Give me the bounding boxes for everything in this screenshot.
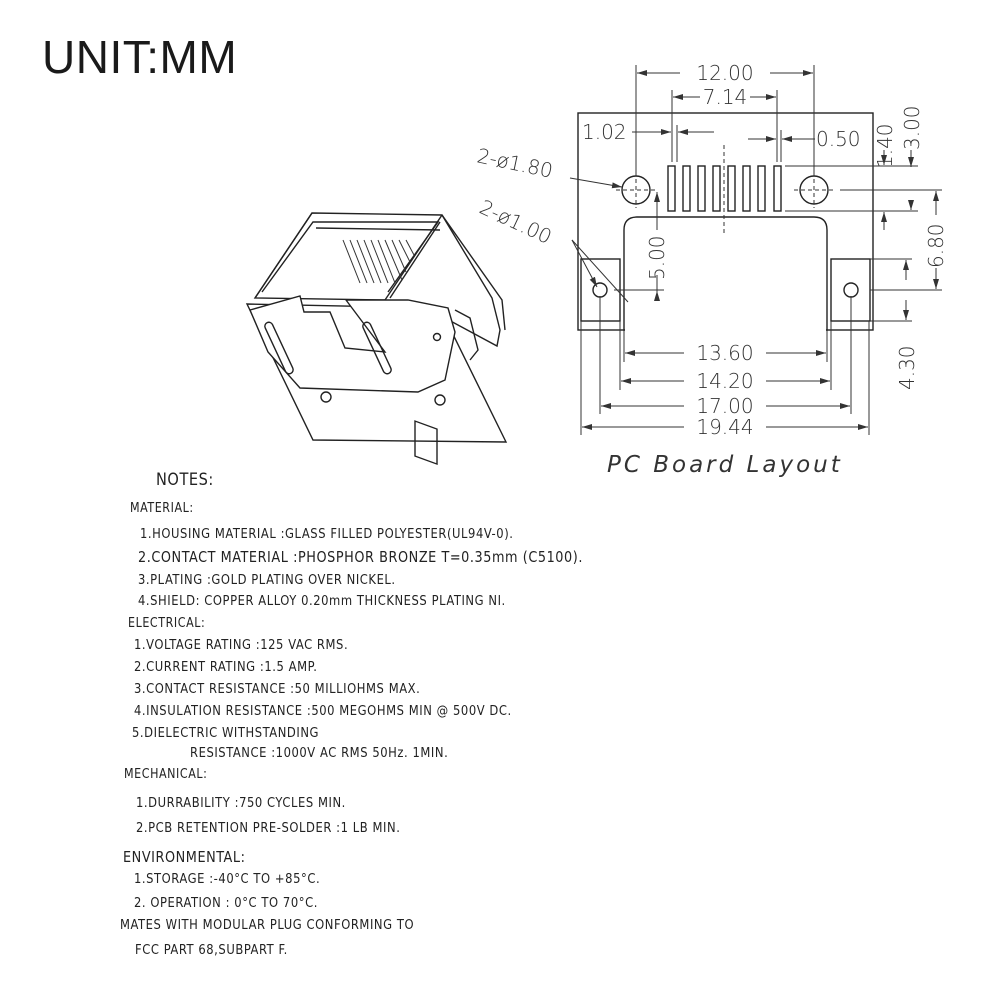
heading-mechanical: MECHANICAL:: [124, 767, 208, 782]
dim-12-00: 12.00: [696, 61, 753, 85]
heading-electrical: ELECTRICAL:: [128, 616, 206, 631]
note-electrical-5b: RESISTANCE :1000V AC RMS 50Hz. 1MIN.: [190, 745, 449, 761]
note-material-2: 2.CONTACT MATERIAL :PHOSPHOR BRONZE T=0.…: [138, 548, 583, 566]
notes-title: NOTES:: [156, 470, 214, 490]
pcb-layout-drawing: 12.00 7.14 1.02 0.50 1.40 3.00 6.80 4.30…: [475, 61, 948, 478]
note-mechanical-2: 2.PCB RETENTION PRE-SOLDER :1 LB MIN.: [136, 820, 401, 836]
dim-5-00: 5.00: [645, 235, 669, 280]
note-electrical-3: 3.CONTACT RESISTANCE :50 MILLIOHMS MAX.: [134, 681, 421, 697]
heading-material: MATERIAL:: [130, 501, 194, 516]
unit-label: UNIT:MM: [42, 31, 238, 83]
dim-7-14: 7.14: [703, 85, 748, 109]
connector-3d-illustration: [245, 212, 508, 466]
note-mates-1: MATES WITH MODULAR PLUG CONFORMING TO: [120, 917, 415, 933]
note-mates-2: FCC PART 68,SUBPART F.: [135, 942, 288, 958]
hole-small-label: 2-ø1.00: [476, 195, 556, 249]
dim-14-20: 14.20: [696, 369, 753, 393]
note-material-1: 1.HOUSING MATERIAL :GLASS FILLED POLYEST…: [140, 526, 514, 542]
note-material-3: 3.PLATING :GOLD PLATING OVER NICKEL.: [138, 572, 396, 588]
dim-19-44: 19.44: [696, 415, 753, 439]
dim-17-00: 17.00: [696, 394, 753, 418]
dim-1-02: 1.02: [582, 120, 627, 144]
note-electrical-4: 4.INSULATION RESISTANCE :500 MEGOHMS MIN…: [134, 703, 512, 719]
dim-0-50: 0.50: [816, 127, 861, 151]
small-hole-left: [592, 282, 608, 298]
heading-environmental: ENVIRONMENTAL:: [123, 848, 246, 866]
pcb-layout-title: PC Board Layout: [607, 452, 843, 478]
pin-slots: [667, 165, 782, 212]
dim-6-80: 6.80: [924, 223, 948, 268]
note-mechanical-1: 1.DURRABILITY :750 CYCLES MIN.: [136, 795, 346, 811]
note-electrical-2: 2.CURRENT RATING :1.5 AMP.: [134, 659, 318, 675]
small-hole-right: [843, 282, 859, 298]
dim-3-00: 3.00: [900, 105, 924, 150]
dim-13-60: 13.60: [696, 341, 753, 365]
note-environmental-2: 2. OPERATION : 0°C TO 70°C.: [134, 895, 318, 911]
dim-1-40: 1.40: [873, 123, 897, 168]
note-environmental-1: 1.STORAGE :-40°C TO +85°C.: [134, 871, 321, 887]
note-electrical-1: 1.VOLTAGE RATING :125 VAC RMS.: [134, 637, 349, 653]
dim-4-30: 4.30: [895, 345, 919, 390]
note-material-4: 4.SHIELD: COPPER ALLOY 0.20mm THICKNESS …: [138, 593, 506, 609]
hole-large-label: 2-ø1.80: [475, 143, 555, 182]
contact-pins-icon: [342, 239, 415, 284]
note-electrical-5: 5.DIELECTRIC WITHSTANDING: [132, 725, 320, 741]
